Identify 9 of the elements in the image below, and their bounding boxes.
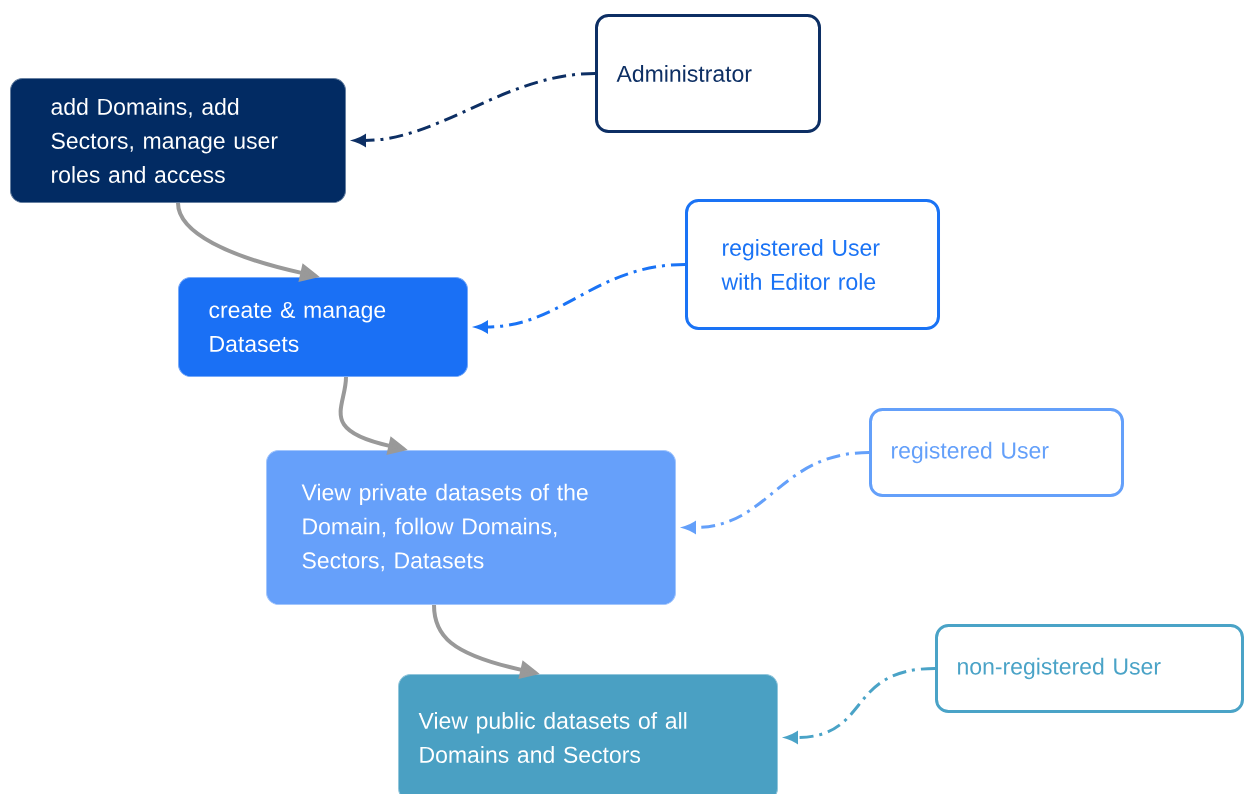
process-box: add Domains, add Sectors, manage user roles and access [10, 78, 346, 203]
role-box: registered User with Editor role [685, 199, 940, 330]
process-box: create & manage Datasets [178, 277, 468, 377]
process-box: View private datasets of the Domain, follow Domains, Sectors, Datasets [266, 450, 676, 605]
role-box: non-registered User [935, 624, 1244, 713]
role-box: registered User [869, 408, 1124, 497]
role-box: Administrator [595, 14, 821, 133]
process-box: View public datasets of all Domains and Sectors [398, 674, 778, 794]
dashed-arrow [475, 263, 686, 333]
